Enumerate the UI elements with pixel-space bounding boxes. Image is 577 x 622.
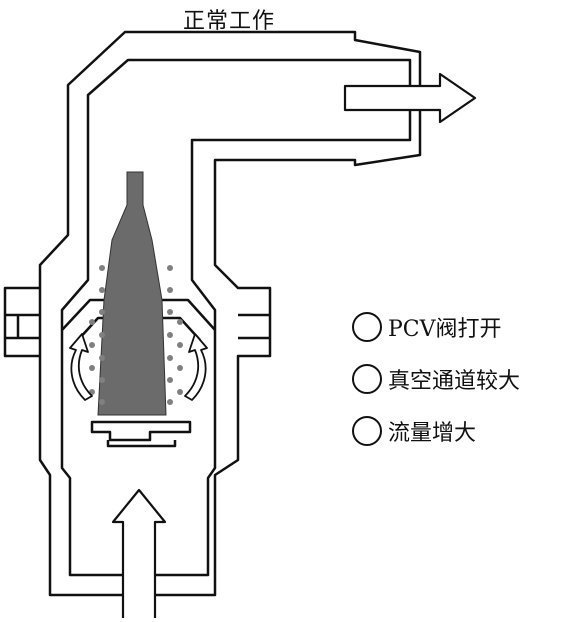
valve-disc-lower [106, 440, 177, 448]
legend-circle-icon [352, 312, 382, 342]
spring-right [167, 265, 183, 405]
flange-right [238, 313, 270, 340]
plunger [97, 171, 167, 416]
legend-label: 流量增大 [388, 421, 477, 446]
valve-disc [90, 420, 192, 442]
flow-arrow-left [69, 333, 93, 401]
housing-inner [60, 58, 412, 577]
legend-label: PCV阀打开 [388, 317, 502, 342]
flow-arrow-right [184, 333, 208, 401]
legend-circle-icon [352, 364, 382, 394]
inlet-arrow [111, 488, 167, 618]
spring-left [89, 265, 105, 405]
legend-item-3: 流量增大 [352, 414, 476, 448]
legend-item-1: PCV阀打开 [352, 310, 502, 344]
flange-left [5, 313, 40, 340]
legend-item-2: 真空通道较大 [352, 362, 520, 396]
legend-label: 真空通道较大 [388, 369, 521, 394]
outlet-arrow [343, 72, 477, 124]
housing-outer [3, 30, 422, 597]
legend-circle-icon [352, 416, 382, 446]
diagram-title: 正常工作 [183, 9, 276, 34]
